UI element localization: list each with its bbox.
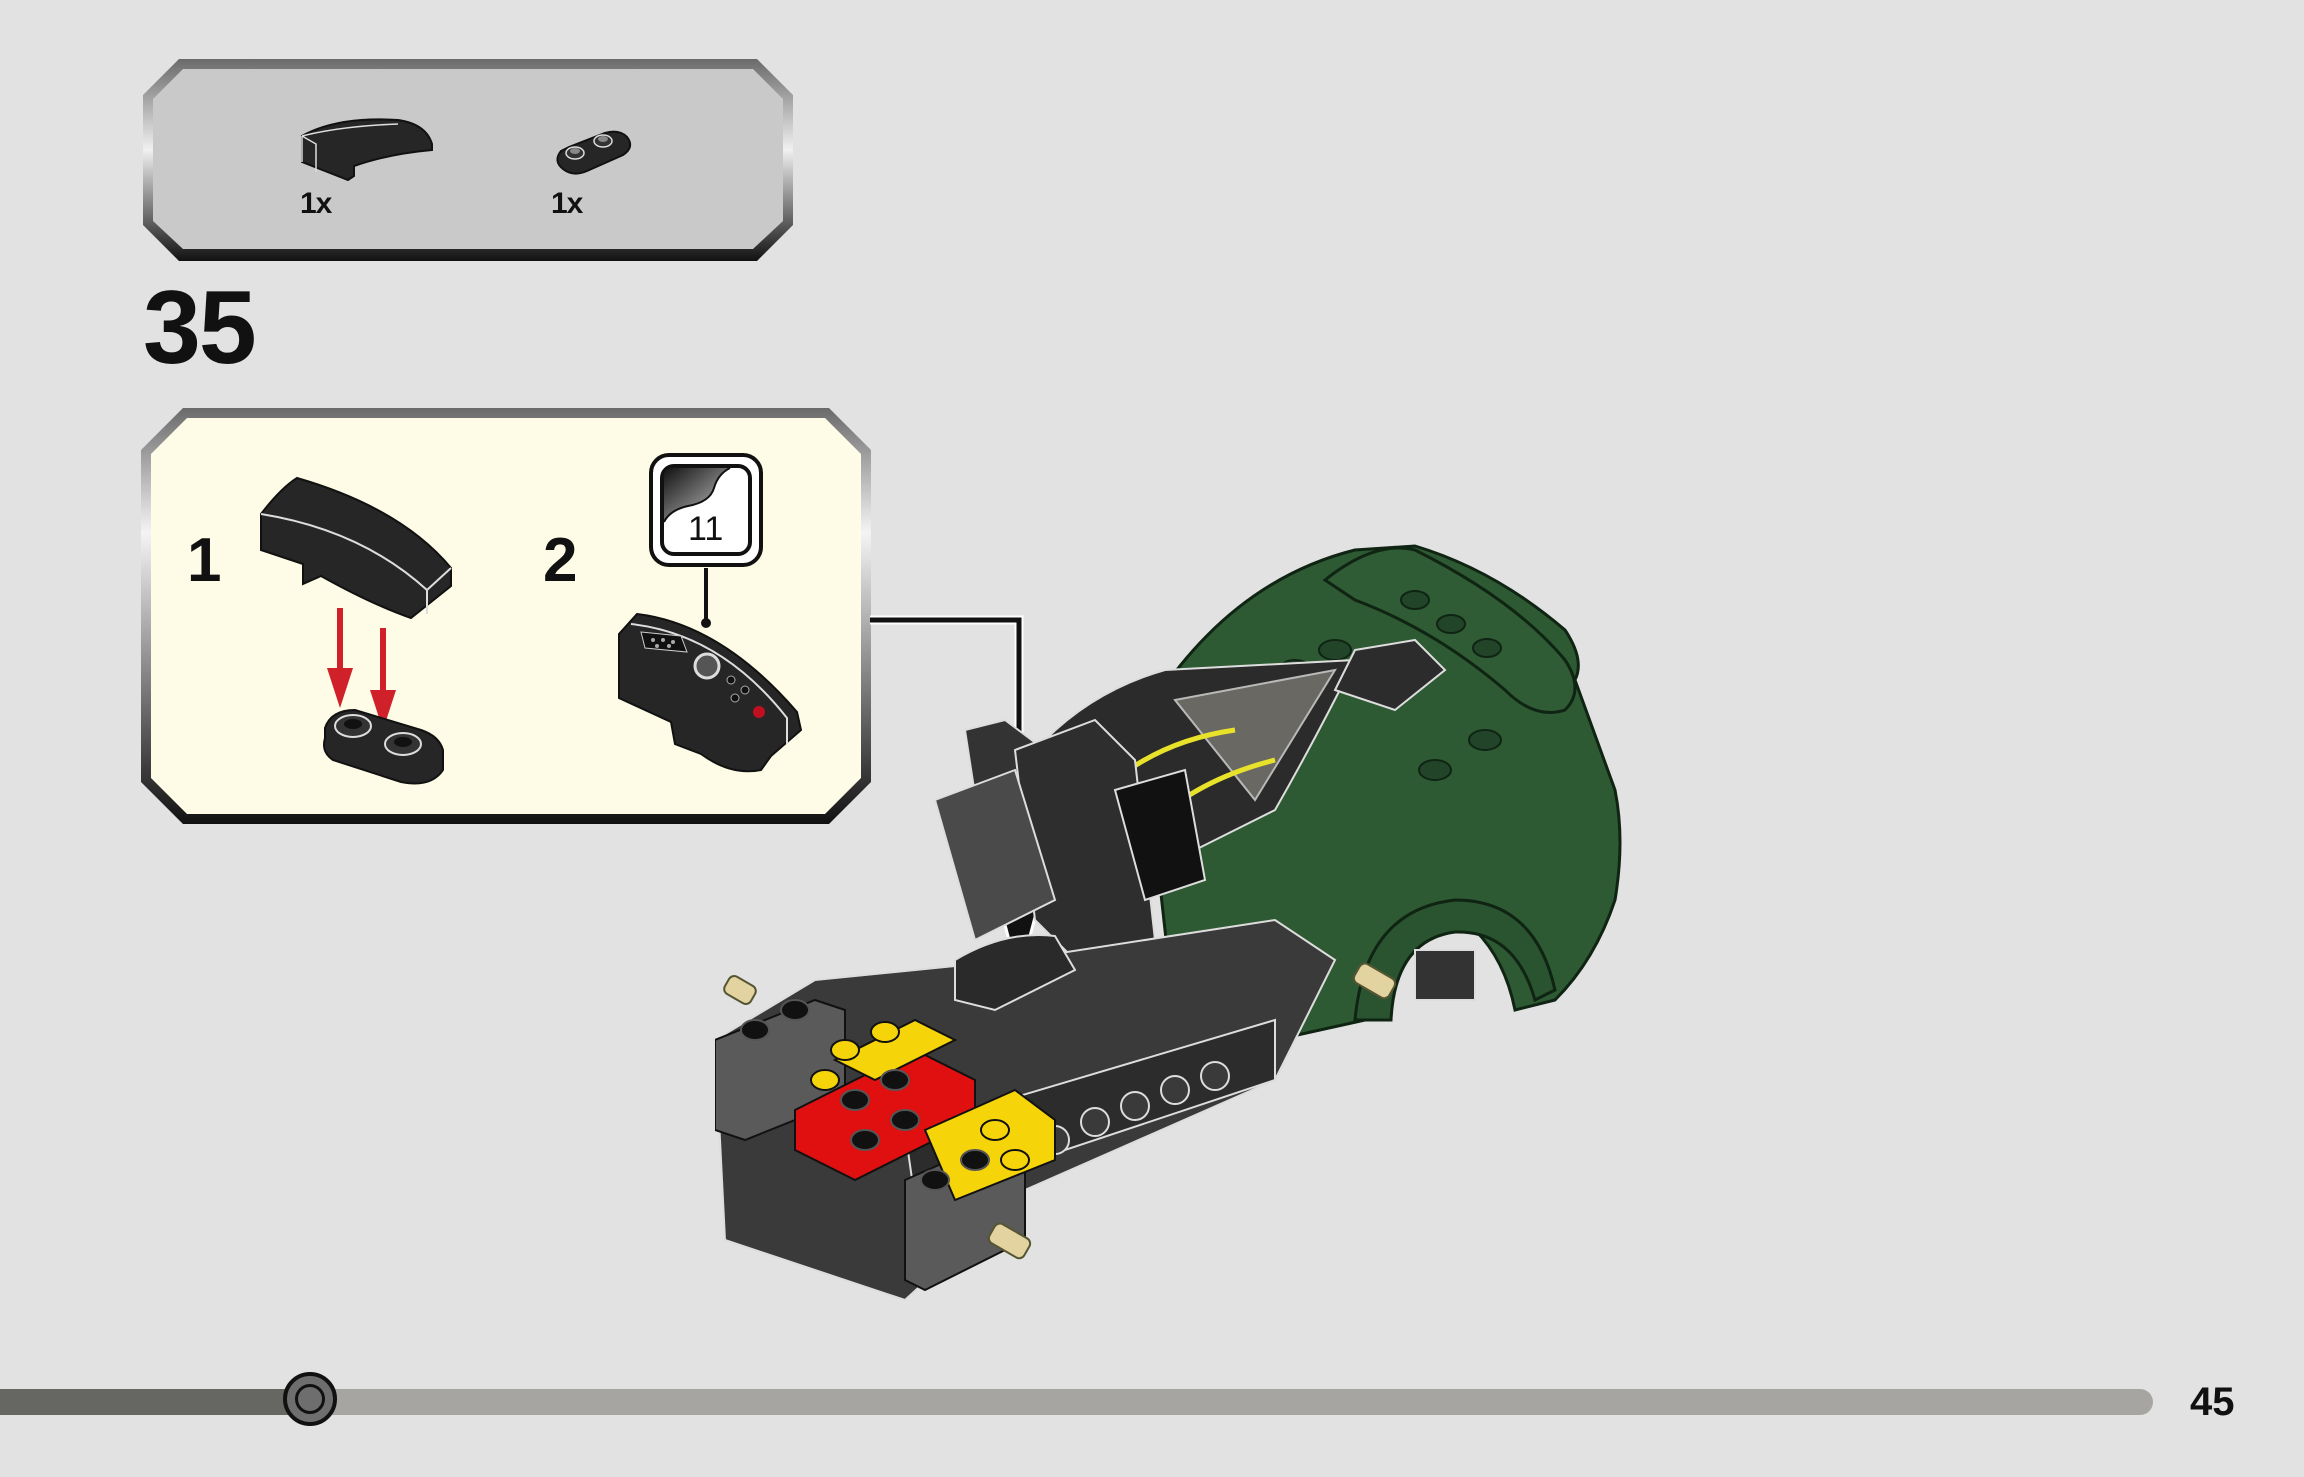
- progress-knob-inner-ring: [295, 1384, 325, 1414]
- part-1-quantity: 1x: [300, 187, 332, 220]
- sticker-leader-line: [704, 568, 708, 624]
- red-placement-arrows-icon: [327, 608, 396, 730]
- substeps-panel: 1 2 11: [141, 408, 871, 824]
- rounded-plate-icon: [323, 708, 444, 785]
- progress-track: [0, 1389, 2153, 1415]
- progress-knob[interactable]: [283, 1372, 337, 1426]
- substep-1-number: 1: [187, 526, 222, 595]
- sticker-leader-dot: [701, 618, 711, 628]
- part-2-quantity: 1x: [551, 187, 583, 220]
- curved-slope-part-icon: [301, 118, 433, 182]
- rounded-plate-part-icon: [556, 130, 632, 175]
- curved-slope-icon: [260, 476, 452, 620]
- parts-list-frame: [143, 59, 793, 261]
- axle-pin-right-icon: [1352, 962, 1397, 1000]
- progress-filled: [0, 1389, 312, 1415]
- parts-list-callout: 1x 1x: [143, 59, 793, 261]
- sticker-callout: 11: [648, 452, 764, 568]
- page-number: 45: [2190, 1380, 2235, 1424]
- car-model-illustration: [715, 544, 1622, 1302]
- axle-pin-front-icon: [987, 1222, 1032, 1260]
- axle-pin-left-icon: [723, 975, 757, 1005]
- sticker-icon: [649, 453, 763, 567]
- substep-2-number: 2: [543, 526, 578, 595]
- printed-curved-slope-icon: [618, 612, 803, 773]
- sticker-number: 11: [688, 510, 724, 548]
- step-number: 35: [143, 270, 257, 386]
